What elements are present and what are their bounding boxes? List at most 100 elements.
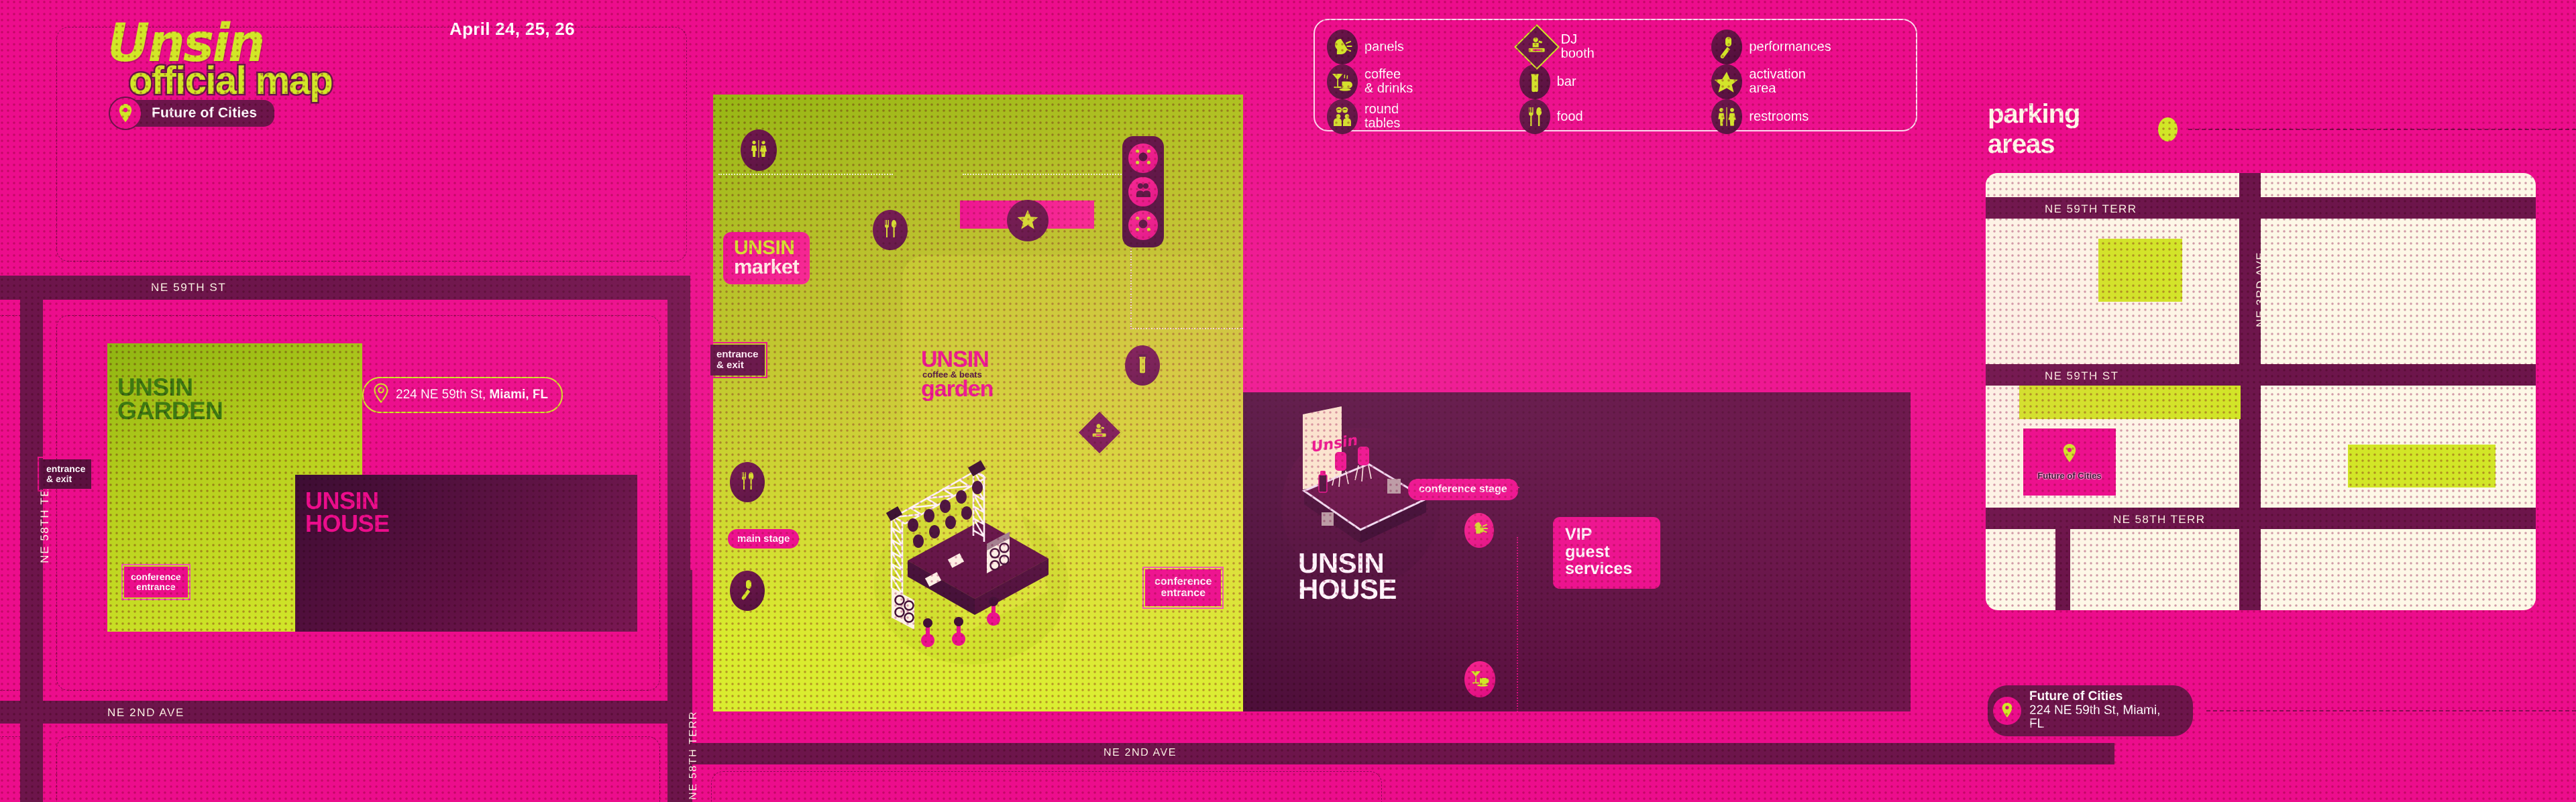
vip-line1: VIP [1565, 525, 1593, 544]
center-unsin-market-tag[interactable]: UNSIN market [723, 232, 810, 285]
guide-line-mid [1130, 328, 1243, 329]
dj-booth-icon [1091, 422, 1108, 443]
center-conference-line1: conference [1155, 576, 1212, 587]
parcel-outline-c [56, 315, 660, 691]
venue-address: 224 NE 59th St, Miami, FL [2029, 703, 2161, 732]
center-icon-restrooms[interactable] [741, 129, 777, 171]
left-map-entrance-exit-tag[interactable]: entrance & exit [37, 456, 95, 492]
parking-street-ne-59th-terr [1986, 197, 2536, 219]
venue-address-footer: Future of Cities 224 NE 59th St, Miami, … [1988, 685, 2576, 736]
street-ne-2nd-ave-left [0, 701, 671, 724]
street-label-ne-58th-terr-center: NE 58TH TERR [688, 711, 699, 800]
left-map-unsin-house-block[interactable] [295, 475, 637, 632]
main-stage-illustration [827, 390, 1109, 671]
center-entrance-exit-tag[interactable]: entrance & exit [708, 341, 767, 379]
legend-label-round-tables-l2: tables [1364, 116, 1401, 131]
parking-areas-title: parking areas [1988, 99, 2080, 159]
center-icon-coffee-drinks-house[interactable] [1464, 661, 1495, 697]
parking-street-ne-58th-terr [1986, 508, 2536, 529]
block-corner-s2 [2070, 529, 2088, 547]
legend-label-food: food [1556, 109, 1583, 124]
panels-icon [1327, 30, 1358, 64]
block-corner-m9 [2222, 529, 2239, 547]
legend-label-round-tables-l1: round [1364, 102, 1399, 117]
legend-item-panels[interactable]: panels [1327, 30, 1519, 64]
center-icon-performances[interactable] [730, 571, 765, 611]
street-label-ne-59th-st: NE 59TH ST [151, 281, 227, 294]
center-icon-round-tables-2[interactable] [1128, 211, 1158, 240]
guide-line-top-left [718, 174, 893, 175]
center-garden-line2: coffee & beats [922, 369, 982, 380]
legend-item-dj-booth[interactable]: DJ booth [1513, 24, 1712, 70]
legend-label-performances: performances [1749, 39, 1831, 54]
center-conference-line2: entrance [1161, 587, 1206, 599]
legend-item-restrooms[interactable]: restrooms [1711, 99, 1904, 134]
round-tables-icon [1134, 215, 1152, 236]
left-map-address-pill[interactable]: 224 NE 59th St, Miami, FL [362, 377, 564, 413]
venue-name: Future of Cities [2029, 689, 2123, 703]
round-tables-icon [1134, 148, 1152, 169]
center-icon-activation-area[interactable] [1007, 200, 1049, 241]
parking-lot-1[interactable] [2098, 239, 2182, 302]
center-icon-dj-booth[interactable] [1077, 410, 1122, 455]
center-icon-panels-house[interactable] [1464, 513, 1494, 548]
parcel-outline-a [56, 27, 687, 262]
garden-title-line1: UNSIN [117, 374, 193, 401]
conference-stage-label[interactable]: conference stage [1408, 479, 1518, 500]
vip-line2: guest [1565, 542, 1610, 561]
activation-area-icon [1711, 64, 1743, 99]
center-main-stage-label[interactable]: main stage [728, 529, 800, 549]
house-title-line1: UNSIN [305, 487, 379, 514]
legend-label-bar: bar [1556, 74, 1576, 89]
legend-label-dj-booth-l1: DJ [1560, 32, 1578, 48]
legend-item-coffee-drinks[interactable]: coffee & drinks [1327, 64, 1519, 99]
vip-guest-services-card[interactable]: VIP guest services [1553, 517, 1660, 589]
parcel-outline-d [56, 736, 660, 802]
legend-label-coffee-l1: coffee [1364, 67, 1401, 82]
center-entrance-line2: & exit [716, 359, 744, 371]
venue-address-pill[interactable]: Future of Cities 224 NE 59th St, Miami, … [1988, 685, 2194, 736]
parking-map-venue-marker[interactable]: Future of Cities [2023, 428, 2116, 496]
legend-label-coffee-drinks: coffee & drinks [1364, 68, 1413, 95]
legend-item-performances[interactable]: performances [1711, 30, 1904, 64]
left-map-conference-entrance-tag[interactable]: conference entrance [121, 563, 191, 601]
block-corner-m2 [2261, 219, 2278, 236]
block-corner-m4 [2261, 347, 2278, 364]
footer-dash [2206, 709, 2576, 711]
legend-item-round-tables[interactable]: round tables [1327, 99, 1519, 134]
center-icon-food-market[interactable] [873, 210, 908, 250]
center-venue-map[interactable]: UNSIN market [708, 95, 1911, 715]
street-label-ne-2nd-ave-center: NE 2ND AVE [1104, 747, 1177, 758]
parking-street-minor-vertical [2055, 529, 2070, 610]
parking-map[interactable]: Future of Cities NE 59TH TERR NE 59TH ST… [1986, 173, 2536, 610]
legend-item-food[interactable]: food [1519, 99, 1712, 134]
center-icon-food-stage[interactable] [730, 462, 765, 502]
block-corner-m1 [2222, 219, 2239, 236]
street-label-ne-2nd-ave: NE 2ND AVE [107, 706, 184, 719]
center-icon-bar[interactable] [1125, 345, 1160, 386]
center-icon-round-tables-1[interactable] [1128, 144, 1158, 173]
left-map-house-title: UNSIN HOUSE [305, 487, 390, 535]
legend-label-coffee-l2: & drinks [1364, 81, 1413, 96]
round-tables-icon [1327, 99, 1358, 134]
parking-lot-2[interactable] [2019, 386, 2241, 419]
legend-item-bar[interactable]: bar [1519, 64, 1712, 99]
center-icon-stack[interactable] [1122, 136, 1164, 247]
address-city: Miami, FL [489, 388, 549, 402]
performances-icon [1711, 30, 1743, 64]
center-house-line1: UNSIN [1298, 547, 1385, 579]
brand-subtitle-row: Future of Cities [109, 97, 332, 131]
left-map-garden-title: UNSIN GARDEN [117, 374, 223, 423]
parking-map-venue-label: Future of Cities [2037, 471, 2102, 481]
parking-lot-3[interactable] [2348, 445, 2496, 488]
legend-item-activation-area[interactable]: activation area [1711, 64, 1904, 99]
block-corner-tr [2261, 173, 2278, 190]
center-conference-entrance-tag[interactable]: conference entrance [1142, 567, 1224, 609]
map-pin-icon [1993, 696, 2021, 725]
parking-label-ne-59th-terr: NE 59TH TERR [2045, 203, 2137, 215]
center-icon-panels-stack[interactable] [1128, 177, 1158, 207]
legend-label-panels: panels [1364, 39, 1404, 54]
center-unsin-garden-label: UNSIN coffee & beats garden [921, 348, 994, 400]
map-pin-icon [373, 383, 389, 407]
block-corner-tl [1986, 173, 2003, 190]
